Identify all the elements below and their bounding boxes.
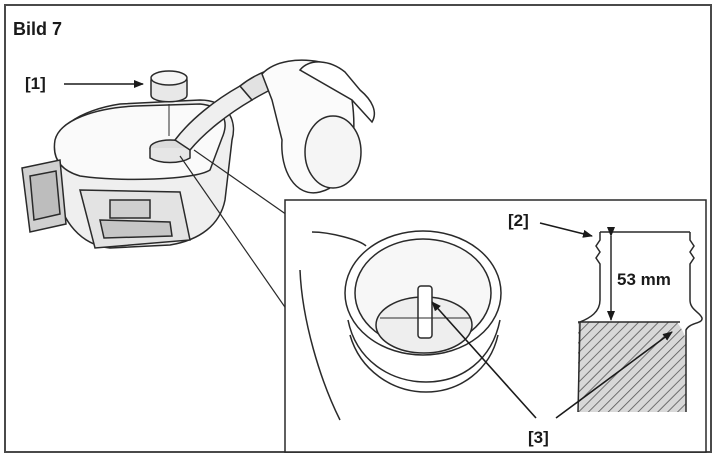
- arrow-3a: [431, 301, 537, 419]
- callout-3-label: [3]: [528, 428, 549, 447]
- figure-title: Bild 7: [13, 19, 63, 39]
- dimension-label: 53 mm: [617, 270, 671, 289]
- callout-1-label: [1]: [25, 74, 46, 93]
- oil-can-illustration: [173, 59, 376, 194]
- callout-2-label: [2]: [508, 211, 529, 230]
- arrow-2: [539, 222, 593, 238]
- neck-cross-section: [577, 227, 703, 413]
- engine-illustration: [21, 70, 235, 249]
- arrow-3b: [555, 331, 673, 419]
- callout-arrows: [64, 80, 673, 419]
- filler-neck-closeup: [299, 230, 502, 421]
